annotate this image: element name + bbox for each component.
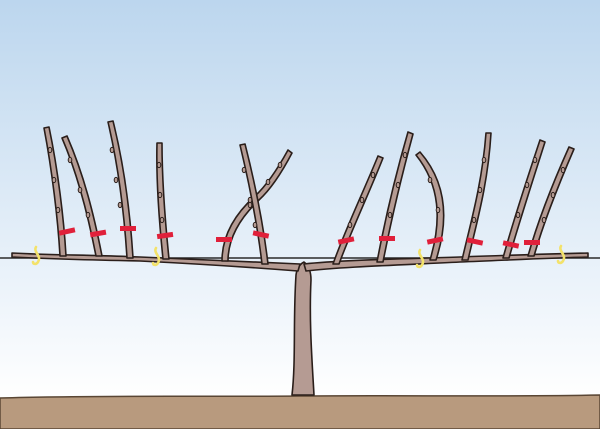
wire-clip	[31, 245, 41, 266]
bud-node	[524, 181, 530, 189]
red-tie	[89, 229, 107, 238]
bud-node	[47, 146, 53, 154]
red-ties	[58, 226, 540, 249]
bud-node	[347, 221, 353, 229]
bud-node	[402, 151, 408, 159]
bud-node	[55, 206, 61, 214]
wire-clip	[415, 248, 425, 269]
spur-cane-9	[415, 151, 445, 261]
spur-cane-1	[43, 126, 67, 257]
wire-clips	[31, 244, 566, 269]
cordon-arm-left	[11, 252, 301, 272]
bud-node	[85, 211, 91, 219]
red-tie	[156, 231, 174, 240]
bud-node	[550, 191, 556, 199]
bud-node	[247, 201, 253, 209]
spur-cane-5	[221, 149, 293, 262]
bud-node	[241, 166, 247, 174]
bud-node	[51, 176, 57, 184]
bud-node	[157, 191, 163, 199]
red-tie	[502, 240, 520, 249]
ground-soil	[0, 394, 600, 429]
bud-node	[427, 176, 433, 184]
bud-node	[77, 186, 83, 194]
red-tie	[426, 236, 444, 245]
bud-node	[481, 156, 487, 164]
spur-cane-10	[461, 132, 492, 261]
bud-node	[277, 161, 283, 169]
red-tie	[524, 240, 540, 245]
red-tie	[379, 236, 395, 241]
red-tie	[252, 230, 270, 239]
red-tie	[120, 226, 136, 231]
wire-clip	[151, 246, 161, 267]
red-tie	[337, 236, 355, 245]
bud-node	[247, 196, 253, 204]
spur-cane-12	[527, 146, 575, 257]
red-tie	[216, 237, 232, 242]
bud-node	[395, 181, 401, 189]
red-tie	[58, 227, 76, 236]
bud-node	[156, 161, 162, 169]
bud-node	[532, 156, 538, 164]
wire-clip	[556, 244, 566, 265]
bud-node	[560, 166, 566, 174]
bud-node	[159, 216, 165, 224]
spur-cane-4	[156, 142, 170, 260]
bud-node	[113, 176, 119, 184]
bud-node	[265, 178, 271, 186]
bud-node	[117, 201, 123, 209]
cordon-arm-right	[303, 252, 589, 272]
vine-trunk	[291, 261, 315, 396]
spur-cane-11	[502, 139, 546, 259]
bud-node	[477, 186, 483, 194]
spur-cane-3	[107, 120, 134, 259]
spur-cane-8	[376, 131, 414, 263]
bud-node	[387, 211, 393, 219]
bud-node	[109, 146, 115, 154]
red-tie	[466, 237, 484, 246]
bud-node	[471, 216, 477, 224]
bud-node	[541, 216, 547, 224]
bud-node	[252, 221, 258, 229]
bud-node	[435, 206, 441, 214]
bud-node	[370, 171, 376, 179]
bud-nodes	[47, 146, 566, 229]
bud-node	[359, 196, 365, 204]
bud-node	[515, 211, 521, 219]
bud-node	[67, 156, 73, 164]
